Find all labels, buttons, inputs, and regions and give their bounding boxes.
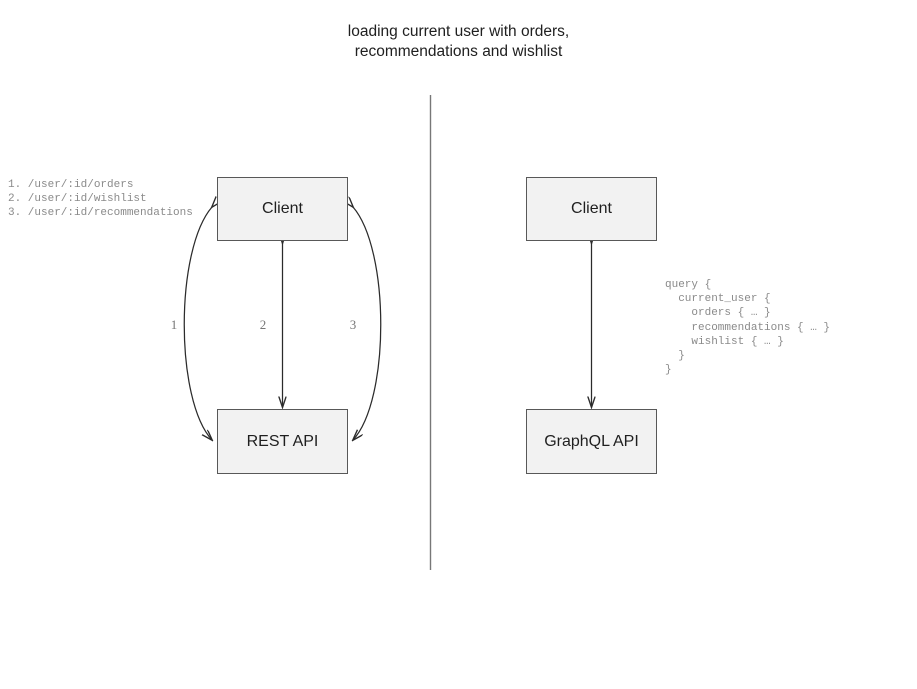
graphql-query-snippet: query { current_user { orders { … } reco… [665, 279, 831, 377]
rest-endpoint-list: 1. /user/:id/orders 2. /user/:id/wishlis… [8, 179, 193, 220]
node-client-rest[interactable]: Client [217, 177, 348, 241]
edge-label-1: 1 [170, 317, 178, 332]
edge-curve-1 [183, 207, 212, 440]
edge-label-2: 2 [259, 317, 267, 332]
edge-curve-3 [353, 207, 382, 440]
page-title: loading current user with orders, recomm… [347, 23, 570, 60]
node-client-graphql[interactable]: Client [526, 177, 657, 241]
edge-label-3: 3 [349, 317, 357, 332]
node-graphql-api[interactable]: GraphQL API [526, 409, 657, 474]
node-rest-api[interactable]: REST API [217, 409, 348, 474]
